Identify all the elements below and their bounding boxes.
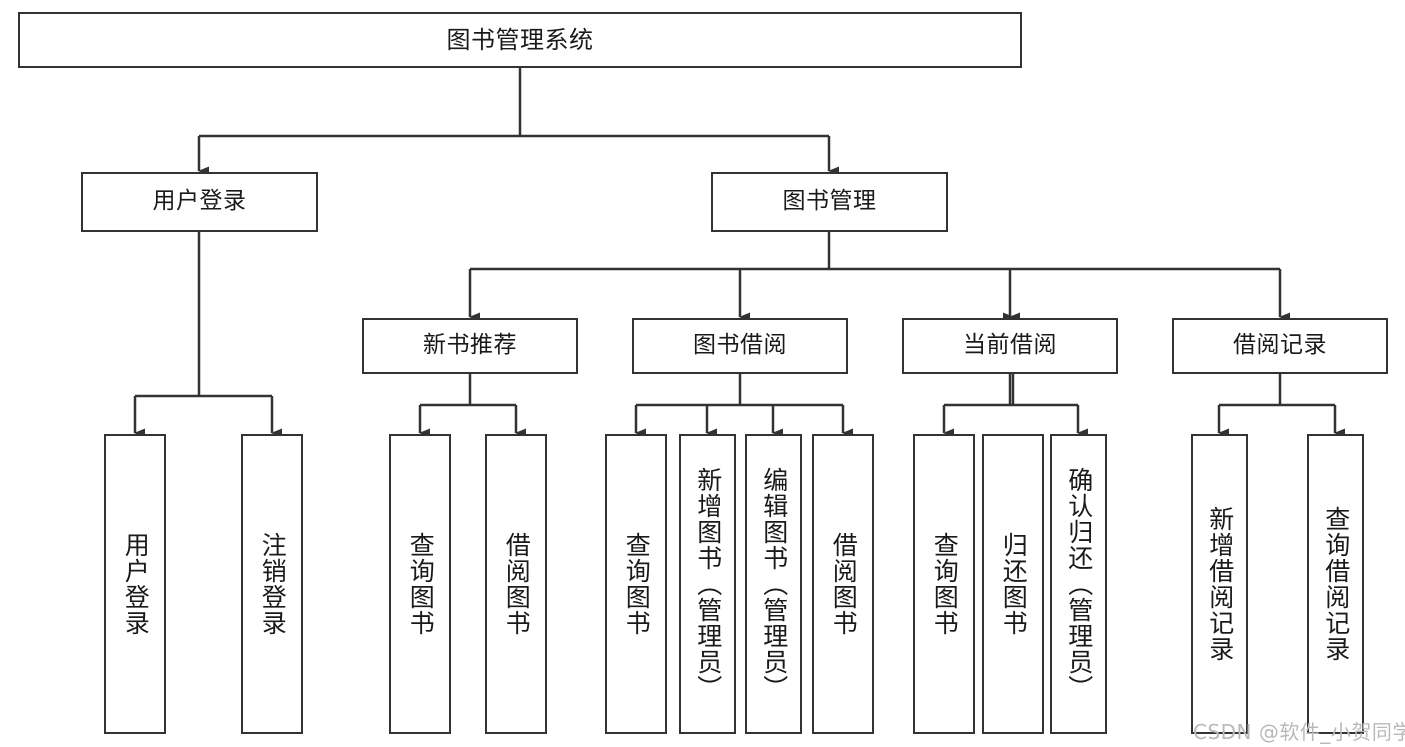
node-root-system[interactable]: 图书管理系统	[18, 12, 1022, 68]
leaf-add-book-admin[interactable]: 新增图书（管理员）	[679, 434, 736, 734]
leaf-query-book-current[interactable]: 查询图书	[913, 434, 975, 734]
leaf-query-borrow-record[interactable]: 查询借阅记录	[1307, 434, 1364, 734]
node-borrow-record[interactable]: 借阅记录	[1172, 318, 1388, 374]
leaf-user-logout[interactable]: 注销登录	[241, 434, 303, 734]
leaf-edit-book-admin[interactable]: 编辑图书（管理员）	[745, 434, 802, 734]
node-book-borrow[interactable]: 图书借阅	[632, 318, 848, 374]
leaf-query-book-borrow[interactable]: 查询图书	[605, 434, 667, 734]
leaf-user-login[interactable]: 用户登录	[104, 434, 166, 734]
leaf-borrow-book-new[interactable]: 借阅图书	[485, 434, 547, 734]
node-current-borrow[interactable]: 当前借阅	[902, 318, 1118, 374]
leaf-add-borrow-record[interactable]: 新增借阅记录	[1191, 434, 1248, 734]
leaf-confirm-return-admin[interactable]: 确认归还（管理员）	[1050, 434, 1107, 734]
node-book-management[interactable]: 图书管理	[711, 172, 948, 232]
leaf-return-book[interactable]: 归还图书	[982, 434, 1044, 734]
leaf-borrow-book[interactable]: 借阅图书	[812, 434, 874, 734]
node-user-login[interactable]: 用户登录	[81, 172, 318, 232]
node-new-book-recommend[interactable]: 新书推荐	[362, 318, 578, 374]
leaf-query-book-new[interactable]: 查询图书	[389, 434, 451, 734]
csdn-watermark: CSDN @软件_小贺同学	[1193, 720, 1405, 744]
